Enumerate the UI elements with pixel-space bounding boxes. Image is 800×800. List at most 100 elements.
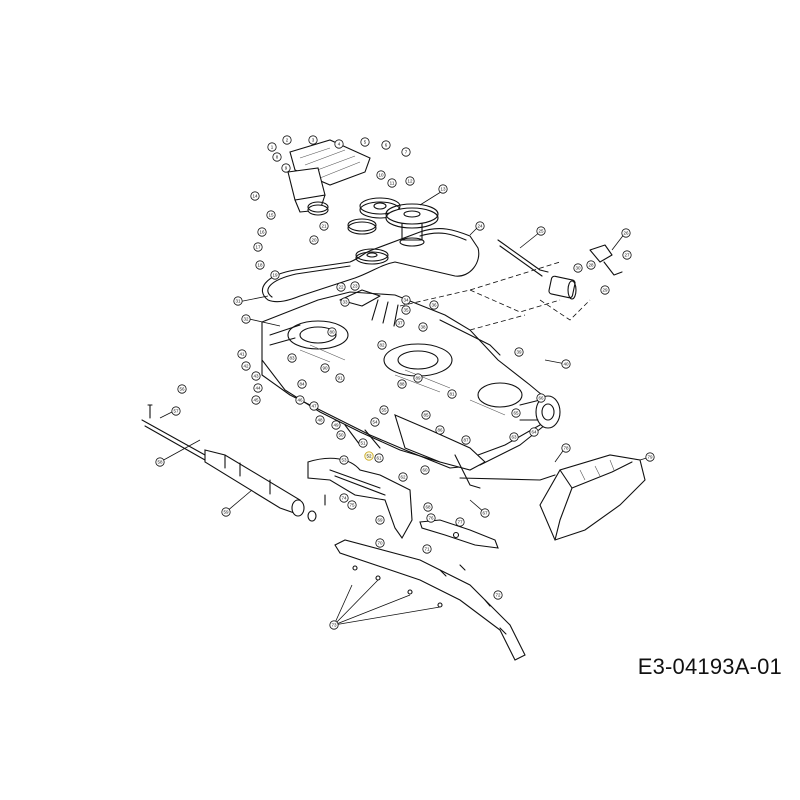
- callout-circle: [308, 135, 318, 145]
- callout-44[interactable]: 44: [253, 383, 263, 393]
- callout-42[interactable]: 42: [241, 361, 251, 371]
- callout-88[interactable]: 88: [397, 379, 407, 389]
- callout-46[interactable]: 46: [295, 395, 305, 405]
- callout-15[interactable]: 15: [266, 210, 276, 220]
- callout-49[interactable]: 49: [331, 420, 341, 430]
- callout-4[interactable]: 4: [334, 139, 344, 149]
- callout-24[interactable]: 24: [475, 221, 485, 231]
- callout-8[interactable]: 8: [272, 152, 282, 162]
- callout-54[interactable]: 54: [370, 417, 380, 427]
- callout-81[interactable]: 81: [447, 389, 457, 399]
- callout-6[interactable]: 6: [381, 140, 391, 150]
- callout-7[interactable]: 7: [401, 147, 411, 157]
- callout-19[interactable]: 19: [270, 270, 280, 280]
- callout-30[interactable]: 30: [573, 263, 583, 273]
- callout-45[interactable]: 45: [251, 395, 261, 405]
- callout-18[interactable]: 18: [255, 260, 265, 270]
- callout-70[interactable]: 70: [375, 538, 385, 548]
- callout-number: 23: [352, 284, 358, 289]
- callout-17[interactable]: 17: [253, 242, 263, 252]
- callout-23[interactable]: 23: [350, 281, 360, 291]
- callout-68[interactable]: 68: [423, 502, 433, 512]
- callout-14[interactable]: 14: [250, 191, 260, 201]
- callout-87[interactable]: 87: [461, 435, 471, 445]
- callout-82[interactable]: 82: [377, 340, 387, 350]
- callout-65[interactable]: 65: [511, 408, 521, 418]
- callout-85[interactable]: 85: [421, 410, 431, 420]
- callout-16[interactable]: 16: [257, 227, 267, 237]
- callout-57[interactable]: 57: [171, 406, 181, 416]
- callout-91[interactable]: 91: [335, 373, 345, 383]
- callout-10[interactable]: 10: [376, 170, 386, 180]
- callout-25[interactable]: 25: [536, 226, 546, 236]
- callout-47[interactable]: 47: [309, 401, 319, 411]
- callout-90[interactable]: 90: [320, 363, 330, 373]
- callout-69[interactable]: 69: [375, 515, 385, 525]
- callout-60[interactable]: 60: [420, 465, 430, 475]
- callout-43[interactable]: 43: [251, 371, 261, 381]
- callout-52[interactable]: 52: [364, 451, 374, 461]
- callout-84[interactable]: 84: [297, 379, 307, 389]
- callout-34[interactable]: 34: [401, 295, 411, 305]
- callout-67[interactable]: 67: [480, 508, 490, 518]
- callout-55[interactable]: 55: [379, 405, 389, 415]
- callout-32[interactable]: 32: [241, 314, 251, 324]
- callout-5[interactable]: 5: [360, 137, 370, 147]
- callout-1[interactable]: 1: [267, 142, 277, 152]
- callout-73[interactable]: 73: [329, 620, 339, 630]
- callout-2[interactable]: 2: [282, 135, 292, 145]
- callout-38[interactable]: 38: [418, 322, 428, 332]
- callout-71[interactable]: 71: [422, 544, 432, 554]
- callout-circle: [401, 147, 411, 157]
- callout-circle: [329, 620, 339, 630]
- callout-53[interactable]: 53: [339, 455, 349, 465]
- callout-11[interactable]: 11: [387, 178, 397, 188]
- callout-72[interactable]: 72: [493, 590, 503, 600]
- callout-75[interactable]: 75: [347, 500, 357, 510]
- callout-circle: [282, 135, 292, 145]
- callout-62[interactable]: 62: [398, 472, 408, 482]
- callout-66[interactable]: 66: [536, 393, 546, 403]
- callout-64[interactable]: 64: [529, 427, 539, 437]
- callout-61[interactable]: 61: [374, 453, 384, 463]
- callout-3[interactable]: 3: [308, 135, 318, 145]
- callout-33[interactable]: 33: [340, 297, 350, 307]
- callout-37[interactable]: 37: [395, 318, 405, 328]
- callout-51[interactable]: 51: [358, 438, 368, 448]
- callout-78[interactable]: 78: [561, 443, 571, 453]
- callout-39[interactable]: 39: [514, 347, 524, 357]
- callout-89[interactable]: 89: [413, 373, 423, 383]
- callout-36[interactable]: 36: [429, 300, 439, 310]
- callout-27[interactable]: 27: [622, 250, 632, 260]
- callout-13[interactable]: 13: [438, 184, 448, 194]
- callout-48[interactable]: 48: [315, 415, 325, 425]
- callout-76[interactable]: 76: [426, 513, 436, 523]
- callout-number: 69: [377, 518, 383, 523]
- callout-circle: [461, 435, 471, 445]
- callout-77[interactable]: 77: [455, 517, 465, 527]
- callout-79[interactable]: 79: [645, 452, 655, 462]
- callout-number: 5: [364, 140, 367, 145]
- callout-56[interactable]: 56: [177, 384, 187, 394]
- callout-41[interactable]: 41: [237, 349, 247, 359]
- callout-58[interactable]: 58: [155, 457, 165, 467]
- callout-9[interactable]: 9: [281, 163, 291, 173]
- callout-74[interactable]: 74: [339, 493, 349, 503]
- callout-29[interactable]: 29: [600, 285, 610, 295]
- callout-80[interactable]: 80: [327, 327, 337, 337]
- callout-50[interactable]: 50: [336, 430, 346, 440]
- callout-20[interactable]: 20: [309, 235, 319, 245]
- callout-12[interactable]: 12: [405, 176, 415, 186]
- callout-83[interactable]: 83: [287, 353, 297, 363]
- callout-63[interactable]: 63: [509, 432, 519, 442]
- callout-40[interactable]: 40: [561, 359, 571, 369]
- callout-circle: [514, 347, 524, 357]
- callout-22[interactable]: 22: [336, 282, 346, 292]
- callout-28[interactable]: 28: [586, 260, 596, 270]
- callout-31[interactable]: 31: [233, 296, 243, 306]
- callout-35[interactable]: 35: [401, 305, 411, 315]
- callout-26[interactable]: 26: [621, 228, 631, 238]
- callout-59[interactable]: 59: [221, 507, 231, 517]
- callout-21[interactable]: 21: [319, 221, 329, 231]
- callout-86[interactable]: 86: [435, 425, 445, 435]
